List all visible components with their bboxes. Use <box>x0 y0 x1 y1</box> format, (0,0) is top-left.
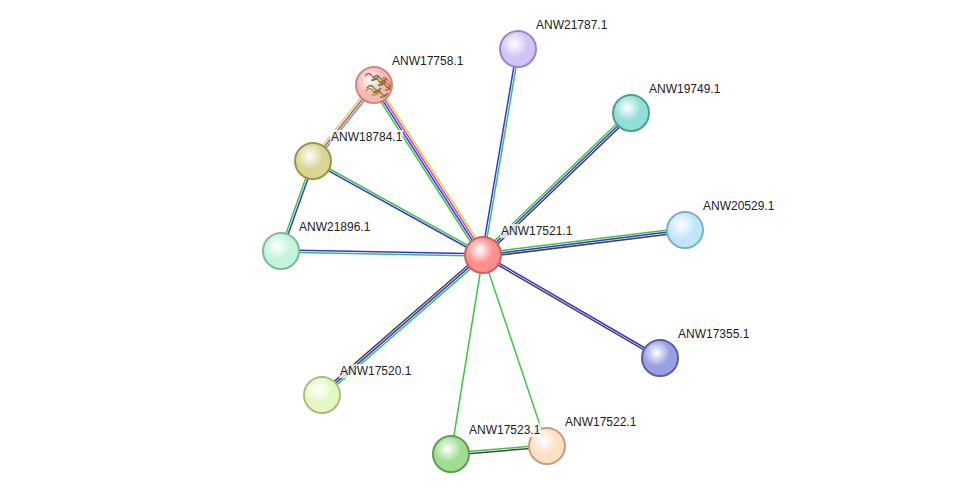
protein-node: ANW20529.1 <box>666 211 704 249</box>
node-label: ANW21787.1 <box>535 18 608 32</box>
interaction-edge <box>488 271 541 430</box>
protein-node: ANW17520.1 <box>303 376 341 414</box>
evidence-line <box>298 250 466 253</box>
node-label: ANW18784.1 <box>330 130 403 144</box>
interaction-edge <box>333 264 471 385</box>
node-label: ANW17355.1 <box>677 327 750 341</box>
evidence-line <box>497 126 620 244</box>
node-label: ANW17523.1 <box>468 423 541 437</box>
node-label: ANW21896.1 <box>298 220 371 234</box>
evidence-line <box>497 265 645 351</box>
protein-node: ANW17355.1 <box>641 339 679 377</box>
structure-strand <box>381 78 391 85</box>
evidence-line <box>382 100 473 241</box>
interaction-edge <box>494 123 621 245</box>
node-circle <box>303 376 341 414</box>
evidence-line <box>328 168 468 246</box>
evidence-line <box>327 170 467 248</box>
node-circle <box>432 435 470 473</box>
interaction-edge <box>485 66 516 239</box>
protein-node: ANW18784.1 <box>294 142 332 180</box>
node-circle <box>612 94 650 132</box>
evidence-line <box>498 263 646 349</box>
interaction-edge <box>454 272 481 437</box>
evidence-line <box>485 66 514 238</box>
node-circle <box>464 236 502 274</box>
protein-node: ANW21896.1 <box>262 232 300 270</box>
evidence-line <box>494 123 617 241</box>
structure-picture <box>357 68 391 102</box>
evidence-line <box>336 268 471 386</box>
protein-node: ANW19749.1 <box>612 94 650 132</box>
evidence-line <box>454 272 481 437</box>
node-circle <box>641 339 679 377</box>
interaction-edge <box>468 446 530 453</box>
node-label: ANW17522.1 <box>564 415 637 429</box>
interaction-edge <box>327 168 468 247</box>
node-label: ANW17758.1 <box>391 54 464 68</box>
node-label: ANW17521.1 <box>500 224 573 238</box>
evidence-line <box>487 66 516 238</box>
node-circle <box>355 66 393 104</box>
structure-strand <box>374 91 388 98</box>
evidence-line <box>495 125 618 243</box>
node-label: ANW17520.1 <box>339 364 412 378</box>
node-circle <box>499 30 537 68</box>
node-circle <box>262 232 300 270</box>
evidence-line <box>335 266 470 384</box>
interaction-edge <box>497 263 646 351</box>
node-label: ANW20529.1 <box>702 199 775 213</box>
evidence-line <box>468 449 530 454</box>
protein-node: ANW17758.1 <box>355 66 393 104</box>
interaction-edge <box>298 250 466 256</box>
node-label: ANW19749.1 <box>648 82 721 96</box>
evidence-line <box>384 99 475 240</box>
protein-node: ANW21787.1 <box>499 30 537 68</box>
evidence-line <box>333 264 468 382</box>
protein-node: ANW17523.1 <box>432 435 470 473</box>
evidence-line <box>386 98 477 239</box>
protein-node: ANW17521.1 <box>464 236 502 274</box>
node-circle <box>666 211 704 249</box>
node-circle <box>294 142 332 180</box>
evidence-line <box>488 271 541 430</box>
interaction-edge <box>380 98 476 243</box>
